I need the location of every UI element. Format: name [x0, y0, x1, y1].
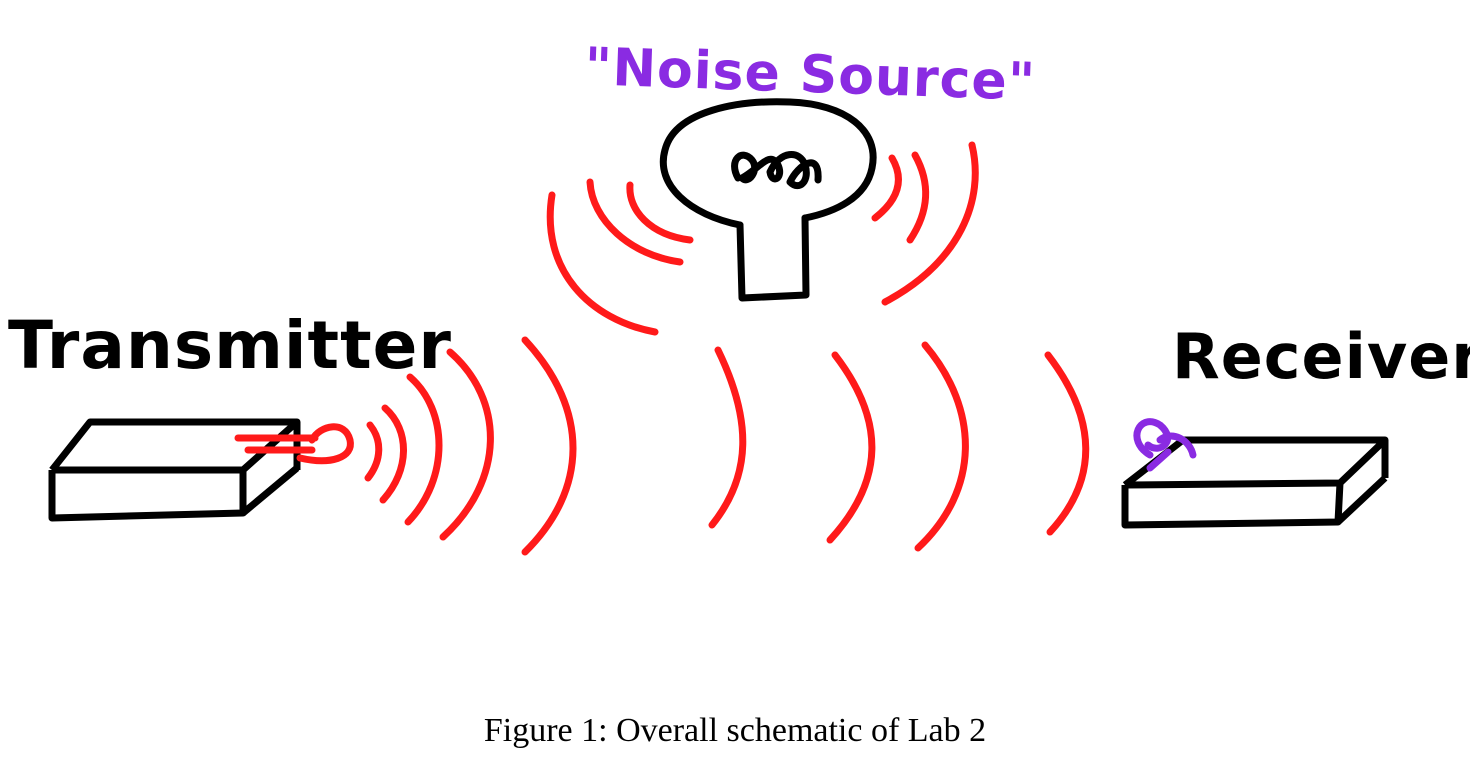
- tx-wave-1: [364, 421, 383, 482]
- lab-schematic-diagram: "Noise Source" Transmitter: [8, 37, 1470, 556]
- noise-wave-right-1: [871, 154, 902, 222]
- figure-caption: Figure 1: Overall schematic of Lab 2: [483, 712, 987, 749]
- propagation-waves: [708, 341, 1090, 552]
- transmitter-waves: [364, 336, 577, 556]
- receiver-label: Receiver: [1172, 320, 1470, 393]
- antenna-loop-icon: [234, 423, 354, 465]
- noise-waves: [546, 141, 979, 336]
- mid-wave-2: [826, 351, 876, 544]
- transmitter-label: Transmitter: [8, 307, 452, 384]
- tx-wave-3: [404, 373, 443, 526]
- light-bulb-icon: [659, 98, 877, 302]
- bulb-globe: [659, 98, 877, 229]
- mid-wave-4: [1044, 351, 1090, 536]
- tx-wave-5: [521, 336, 577, 556]
- tx-wave-4: [439, 348, 494, 541]
- mid-wave-1: [708, 346, 747, 529]
- tx-wave-2: [379, 404, 407, 504]
- noise-wave-left-1: [626, 181, 694, 244]
- noise-wave-right-3: [881, 141, 979, 306]
- bulb-filament: [731, 151, 822, 190]
- noise-wave-left-3: [546, 191, 659, 336]
- noise-wave-left-2: [586, 178, 684, 266]
- receiver-box: [1121, 436, 1389, 529]
- receiver-antenna-icon: [1133, 418, 1197, 472]
- mid-wave-3: [914, 341, 969, 552]
- bulb-base: [736, 214, 810, 302]
- noise-wave-right-2: [906, 151, 930, 244]
